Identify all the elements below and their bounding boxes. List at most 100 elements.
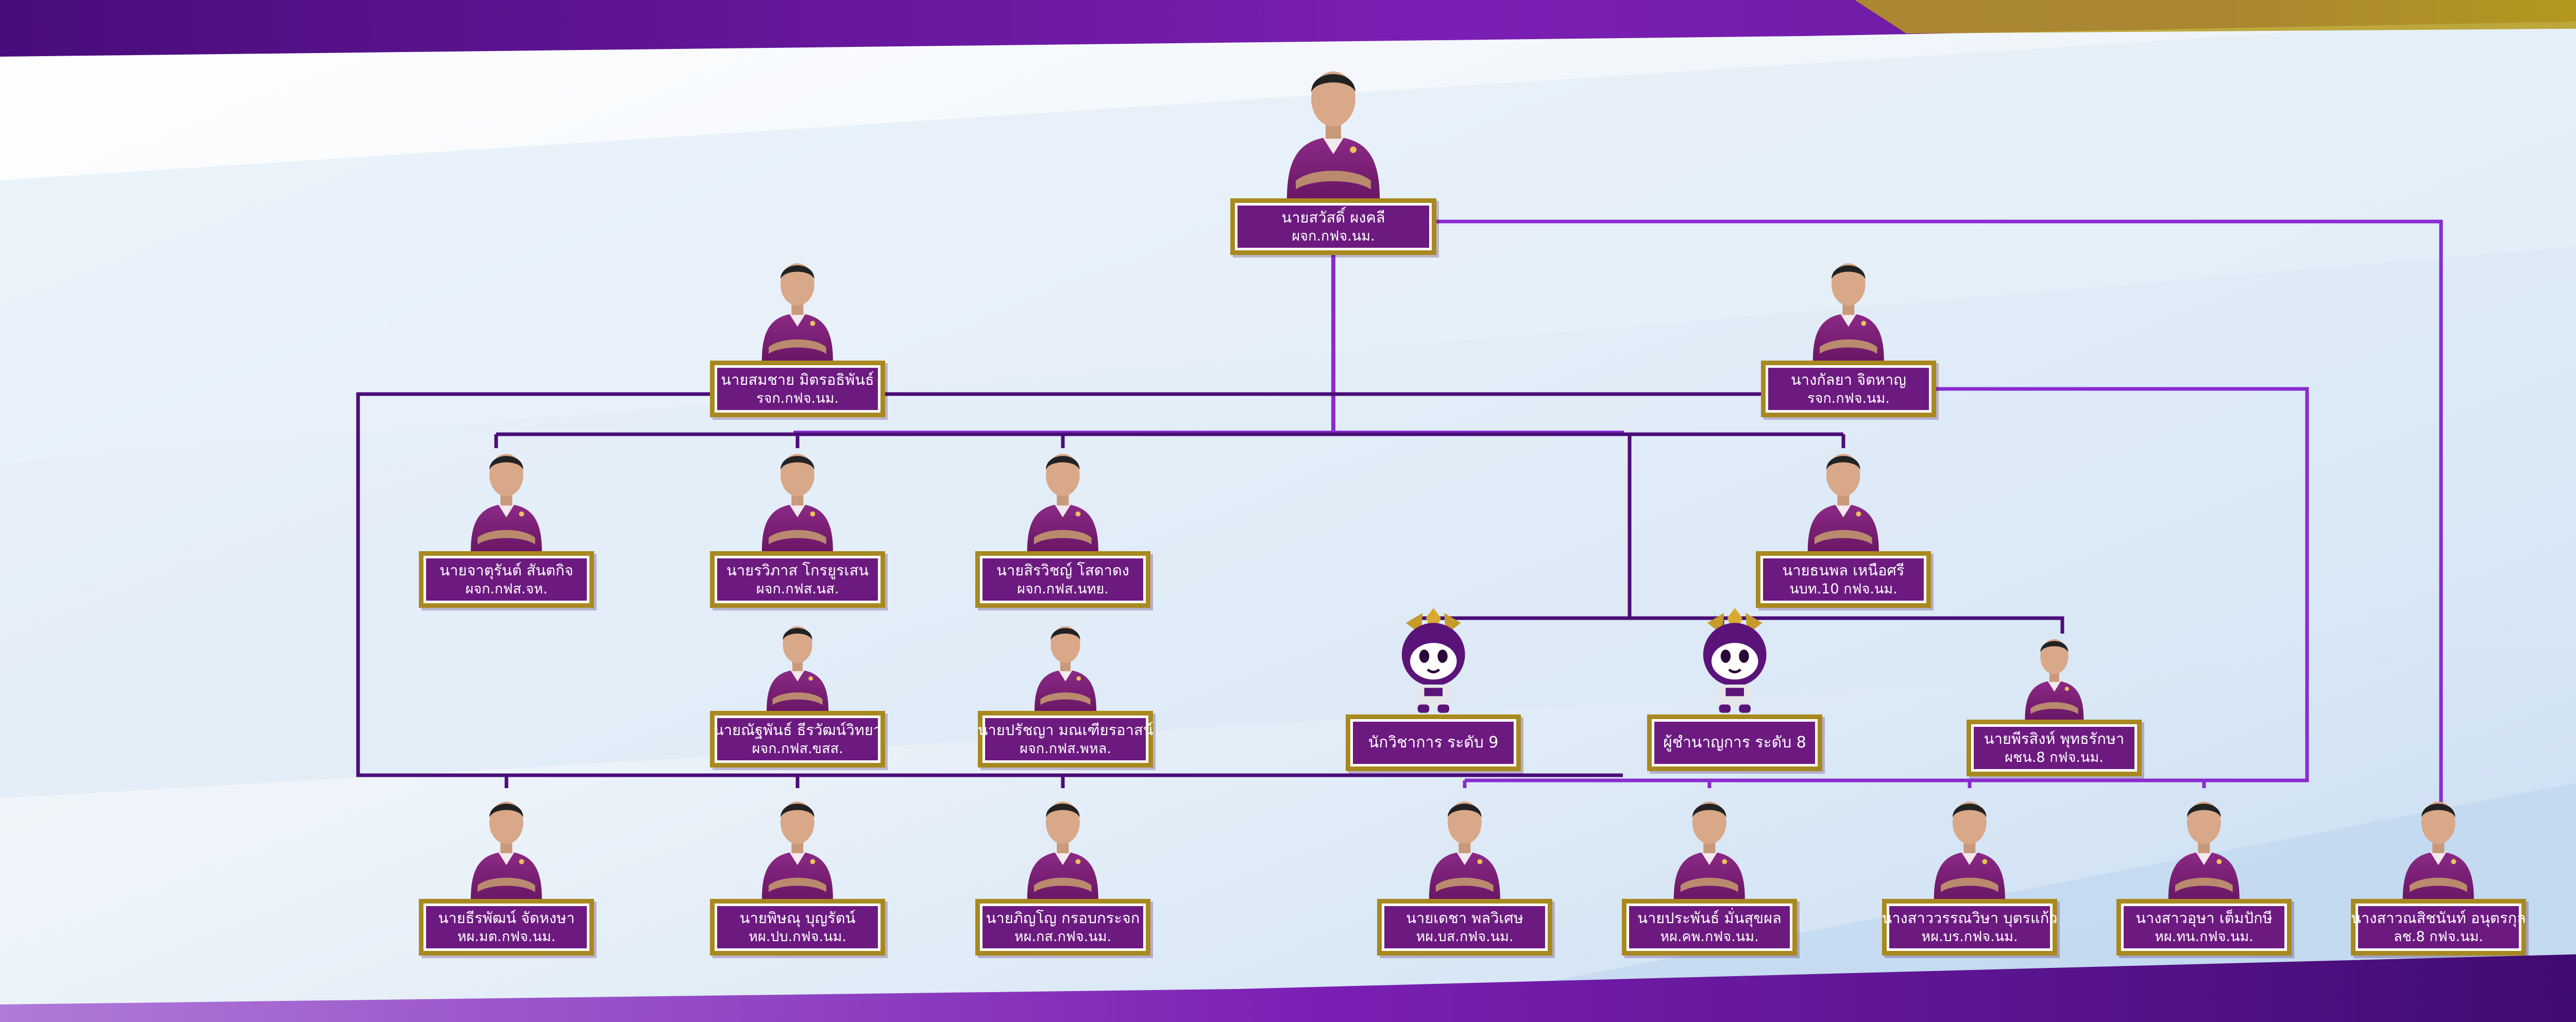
- person-card-branch-manager: นายปรัชญา มณเฑียรอาสน์ ผจก.กฟส.พหล.: [978, 608, 1153, 768]
- person-card-deputy: นางกัลยา จิตหาญ รจก.กฟจ.นม.: [1761, 242, 1936, 417]
- person-name: นายจาตุรันต์ สันตกิจ: [439, 561, 573, 579]
- name-label: นายธีรพัฒน์ จัดหงษา หผ.มต.กฟจ.นม.: [419, 899, 594, 956]
- person-photo: [464, 433, 549, 551]
- person-photo: [1020, 433, 1106, 551]
- person-name: นายภิญโญ กรอบกระจก: [986, 909, 1140, 927]
- person-card-director: นายสวัสดิ์ ผงคลี ผจก.กฟจ.นม.: [1230, 44, 1436, 255]
- person-photo: [1028, 608, 1103, 711]
- position-card-expert: ผู้ชำนาญการ ระดับ 8: [1647, 606, 1822, 771]
- person-card-branch-manager: นายรวิภาส โกรยูรเสน ผจก.กฟส.นส.: [710, 433, 885, 608]
- person-name: นายธนพล เหนือศรี: [1782, 561, 1905, 579]
- position-title: นักวิชาการ ระดับ 9: [1368, 734, 1499, 752]
- connector-line-11: [1628, 434, 2064, 634]
- person-card-division-head: นางสาวณสิชนันท์ อนุตรกุล ลช.8 กฟจ.นม.: [2351, 780, 2526, 956]
- person-position: หผ.ปบ.กฟจ.นม.: [749, 929, 846, 945]
- name-label: นายจาตุรันต์ สันตกิจ ผจก.กฟส.จห.: [419, 551, 594, 608]
- person-name: นายปรัชญา มณเฑียรอาสน์: [977, 721, 1154, 739]
- connector-line-5: [1465, 387, 2309, 782]
- person-photo: [760, 608, 835, 711]
- name-label: นายประพันธ์ มั่นสุขผล หผ.คพ.กฟจ.นม.: [1622, 899, 1797, 956]
- person-photo: [2396, 780, 2481, 899]
- mascot-icon: [1387, 606, 1480, 714]
- name-label: นางสาวณสิชนันท์ อนุตรกุล ลช.8 กฟจ.นม.: [2351, 899, 2526, 956]
- person-card-division-head: นายธีรพัฒน์ จัดหงษา หผ.มต.กฟจ.นม.: [419, 780, 594, 956]
- person-photo: [1278, 44, 1389, 198]
- person-name: นางกัลยา จิตหาญ: [1790, 371, 1907, 388]
- position-card-academic: นักวิชาการ ระดับ 9: [1346, 606, 1521, 771]
- person-card-division-head: นายประพันธ์ มั่นสุขผล หผ.คพ.กฟจ.นม.: [1622, 780, 1797, 956]
- person-position: ผจก.กฟส.นทย.: [1017, 581, 1109, 597]
- person-card-division-head: นายพิษณุ บุญรัตน์ หผ.ปบ.กฟจ.นม.: [710, 780, 885, 956]
- person-photo: [755, 433, 840, 551]
- person-position: ผจก.กฟส.พหล.: [1020, 741, 1111, 757]
- name-label: นายรวิภาส โกรยูรเสน ผจก.กฟส.นส.: [710, 551, 885, 608]
- person-name: นายประพันธ์ มั่นสุขผล: [1637, 909, 1782, 927]
- person-photo: [2161, 780, 2247, 899]
- person-position: ผจก.กฟส.ขสส.: [752, 741, 843, 757]
- person-card-division-head: นายเดชา พลวิเศษ หผ.บส.กฟจ.นม.: [1377, 780, 1552, 956]
- name-label: นายปรัชญา มณเฑียรอาสน์ ผจก.กฟส.พหล.: [978, 711, 1153, 768]
- name-label: ผู้ชำนาญการ ระดับ 8: [1647, 714, 1822, 771]
- person-card-deputy: นายสมชาย มิตรอธิพันธ์ รจก.กฟจ.นม.: [710, 242, 885, 417]
- person-position: หผ.คพ.กฟจ.นม.: [1660, 929, 1759, 945]
- person-name: นางสาวณสิชนันท์ อนุตรกุล: [2351, 909, 2526, 927]
- name-label: นายณัฐพันธ์ ธีรวัฒน์วิทยา ผจก.กฟส.ขสส.: [710, 711, 885, 768]
- person-card-branch-manager: นายณัฐพันธ์ ธีรวัฒน์วิทยา ผจก.กฟส.ขสส.: [710, 608, 885, 768]
- connector-line-3: [356, 392, 1623, 777]
- person-photo: [755, 242, 840, 361]
- person-position: รจก.กฟจ.นม.: [1807, 390, 1890, 406]
- person-photo: [1020, 780, 1106, 899]
- person-photo: [464, 780, 549, 899]
- person-photo: [755, 780, 840, 899]
- person-position: ผจก.กฟส.นส.: [756, 581, 839, 597]
- name-label: นายภิญโญ กรอบกระจก หผ.กส.กฟจ.นม.: [975, 899, 1150, 956]
- person-position: ลช.8 กฟจ.นม.: [2394, 929, 2483, 945]
- person-photo: [1667, 780, 1752, 899]
- person-card-division-head: นางสาวอุษา เต็มปักษี หผ.ทน.กฟจ.นม.: [2116, 780, 2292, 956]
- person-position: หผ.มต.กฟจ.นม.: [457, 929, 556, 945]
- person-card-dept-head: นายพีรสิงห์ พุทธรักษา ผชน.8 กฟจ.นม.: [1967, 622, 2142, 776]
- person-card-division-head: นายภิญโญ กรอบกระจก หผ.กส.กฟจ.นม.: [975, 780, 1150, 956]
- person-name: นายสวัสดิ์ ผงคลี: [1281, 209, 1385, 226]
- person-name: นายรวิภาส โกรยูรเสน: [726, 561, 869, 579]
- person-position: นบท.10 กฟจ.นม.: [1789, 581, 1897, 597]
- name-label: นายพีรสิงห์ พุทธรักษา ผชน.8 กฟจ.นม.: [1967, 720, 2142, 776]
- person-name: นายเดชา พลวิเศษ: [1406, 909, 1523, 927]
- name-label: นางกัลยา จิตหาญ รจก.กฟจ.นม.: [1761, 361, 1936, 417]
- person-name: นายพีรสิงห์ พุทธรักษา: [1984, 730, 2125, 747]
- person-card-branch-manager: นายสิรวิชญ์ โสดาดง ผจก.กฟส.นทย.: [975, 433, 1150, 608]
- name-label: นายสิรวิชญ์ โสดาดง ผจก.กฟส.นทย.: [975, 551, 1150, 608]
- person-name: นายธีรพัฒน์ จัดหงษา: [438, 909, 575, 927]
- person-position: หผ.บส.กฟจ.นม.: [1416, 929, 1514, 945]
- person-photo: [1806, 242, 1891, 361]
- person-card-staff-head: นายธนพล เหนือศรี นบท.10 กฟจ.นม.: [1756, 433, 1931, 608]
- name-label: นายธนพล เหนือศรี นบท.10 กฟจ.นม.: [1756, 551, 1931, 608]
- person-photo: [1801, 433, 1886, 551]
- mascot-icon: [1689, 606, 1781, 714]
- person-card-division-head: นางสาววรรณวิษา บุตรแก้ว หผ.บร.กฟจ.นม.: [1882, 780, 2058, 956]
- position-title: ผู้ชำนาญการ ระดับ 8: [1663, 734, 1806, 752]
- name-label: นักวิชาการ ระดับ 9: [1346, 714, 1521, 771]
- person-name: นางสาวอุษา เต็มปักษี: [2136, 909, 2273, 927]
- person-position: รจก.กฟจ.นม.: [756, 390, 839, 406]
- person-position: ผจก.กฟส.จห.: [465, 581, 548, 597]
- name-label: นายเดชา พลวิเศษ หผ.บส.กฟจ.นม.: [1377, 899, 1552, 956]
- person-photo: [1422, 780, 1507, 899]
- name-label: นายสมชาย มิตรอธิพันธ์ รจก.กฟจ.นม.: [710, 361, 885, 417]
- name-label: นางสาวอุษา เต็มปักษี หผ.ทน.กฟจ.นม.: [2116, 899, 2292, 956]
- person-position: หผ.บร.กฟจ.นม.: [1921, 929, 2018, 945]
- connector-line-0: [1331, 255, 1624, 435]
- name-label: นายพิษณุ บุญรัตน์ หผ.ปบ.กฟจ.นม.: [710, 899, 885, 956]
- person-position: หผ.กส.กฟจ.นม.: [1014, 929, 1112, 945]
- person-name: นายสิรวิชญ์ โสดาดง: [996, 561, 1129, 579]
- person-position: หผ.ทน.กฟจ.นม.: [2155, 929, 2253, 945]
- name-label: นายสวัสดิ์ ผงคลี ผจก.กฟจ.นม.: [1230, 198, 1436, 255]
- person-photo: [2019, 622, 2090, 720]
- person-position: ผจก.กฟจ.นม.: [1292, 228, 1375, 244]
- name-label: นางสาววรรณวิษา บุตรแก้ว หผ.บร.กฟจ.นม.: [1882, 899, 2058, 956]
- person-name: นายพิษณุ บุญรัตน์: [739, 909, 856, 927]
- person-name: นายสมชาย มิตรอธิพันธ์: [721, 371, 874, 388]
- person-card-branch-manager: นายจาตุรันต์ สันตกิจ ผจก.กฟส.จห.: [419, 433, 594, 608]
